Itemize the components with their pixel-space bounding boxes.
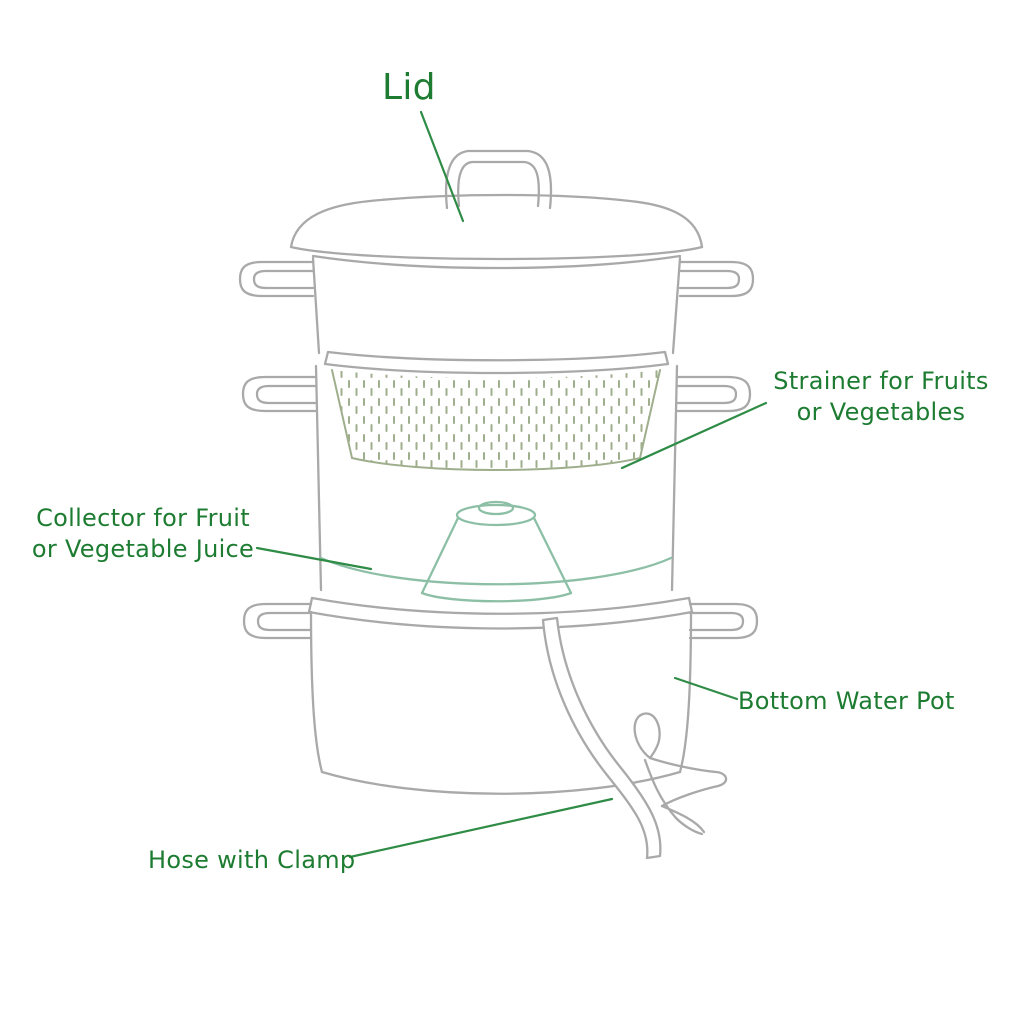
label-hose: Hose with Clamp	[148, 846, 356, 874]
hose-shape	[541, 616, 662, 860]
lid-shape	[289, 193, 704, 261]
hose-leader-line	[348, 797, 614, 859]
label-lid: Lid	[382, 67, 436, 108]
bottom-pot-leader-line	[673, 676, 739, 701]
strainer-rim-shape	[323, 350, 670, 375]
label-strainer-line2: or Vegetables	[796, 398, 966, 426]
label-bottom-pot: Bottom Water Pot	[738, 687, 955, 715]
collector-leader-line	[255, 546, 373, 571]
label-collector: Collector for Fruit or Vegetable Juice	[26, 503, 260, 565]
label-collector-line1: Collector for Fruit	[36, 504, 250, 532]
strainer-leader-line	[620, 401, 768, 470]
lid-leader-line	[419, 110, 465, 223]
bottom-pot-rim-shape	[307, 596, 694, 630]
strainer-basket-shape	[331, 369, 661, 471]
lid-handle-shape	[444, 149, 553, 210]
clamp-shape	[633, 712, 728, 836]
juice-collector-cone-shape	[319, 500, 673, 603]
bottom-pot-shape	[242, 602, 759, 795]
label-strainer: Strainer for Fruits or Vegetables	[760, 366, 1002, 428]
label-collector-line2: or Vegetable Juice	[31, 535, 255, 563]
leader-lines	[255, 110, 768, 859]
label-strainer-line1: Strainer for Fruits	[773, 367, 989, 395]
collector-pot-shape	[241, 364, 752, 592]
top-pot-shape	[238, 254, 755, 355]
